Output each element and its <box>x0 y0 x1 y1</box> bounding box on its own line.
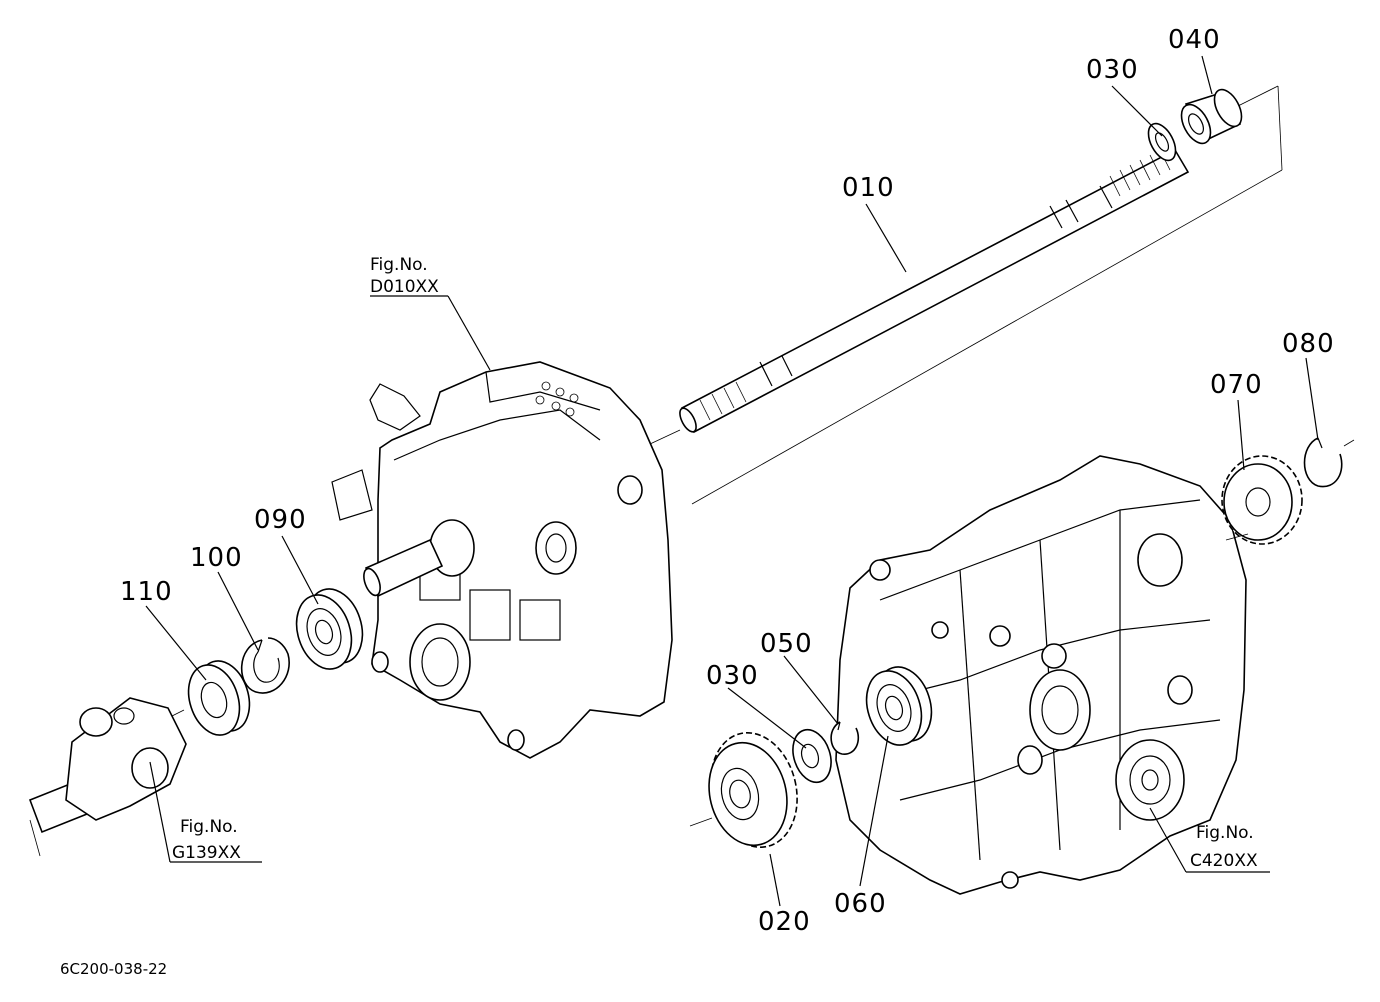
leader-lines <box>145 55 1319 907</box>
fig-ref-g139-line1: Fig.No. <box>180 817 238 837</box>
fig-ref-g139-line2: G139XX <box>172 843 241 863</box>
shaft-guide-lines <box>649 85 1283 505</box>
bearing-060 <box>865 666 933 746</box>
part-number-070: 070 <box>1210 370 1263 400</box>
washer-030-bottom <box>792 728 832 784</box>
left-housing <box>331 361 673 759</box>
part-number-030-bottom: 030 <box>706 661 759 691</box>
part-number-100: 100 <box>190 543 243 573</box>
fig-ref-c420-line2: C420XX <box>1190 851 1258 871</box>
fig-ref-c420-line1: Fig.No. <box>1196 823 1254 843</box>
snap-ring-080 <box>1303 437 1355 488</box>
part-number-010: 010 <box>842 173 895 203</box>
washer-030-top <box>1147 122 1177 162</box>
part-number-060: 060 <box>834 889 887 919</box>
right-housing <box>835 455 1247 895</box>
part-number-040: 040 <box>1168 25 1221 55</box>
part-number-080: 080 <box>1282 329 1335 359</box>
bush-040 <box>1180 88 1243 145</box>
part-number-020: 020 <box>758 907 811 937</box>
diagram-code: 6C200-038-22 <box>60 960 167 978</box>
part-number-050: 050 <box>760 629 813 659</box>
universal-joint <box>28 697 187 857</box>
part-number-030-top: 030 <box>1086 55 1139 85</box>
snap-ring-100 <box>240 637 290 694</box>
fig-ref-d010-line1: Fig.No. <box>370 255 428 275</box>
bearing-090 <box>295 588 364 670</box>
gear-070 <box>1221 455 1303 545</box>
main-shaft-010 <box>679 148 1190 434</box>
fig-ref-d010-line2: D010XX <box>370 277 439 297</box>
oil-seal-110 <box>187 660 251 736</box>
snap-ring-050 <box>830 721 860 755</box>
part-number-090: 090 <box>254 505 307 535</box>
gear-020 <box>689 732 798 848</box>
part-number-110: 110 <box>120 577 173 607</box>
